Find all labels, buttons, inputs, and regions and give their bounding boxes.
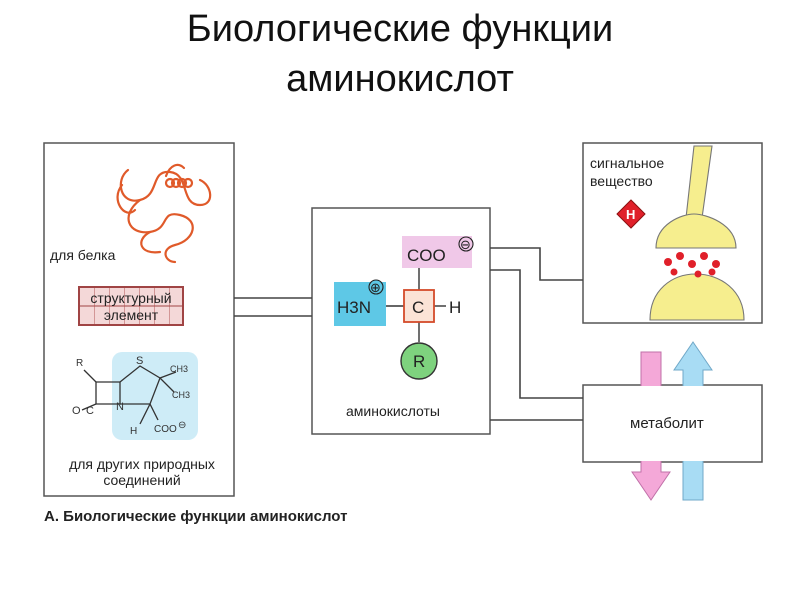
coo-charge-label: ⊖ bbox=[460, 238, 471, 253]
hydrogen-label: H bbox=[449, 298, 461, 317]
signal-label-line1: сигнальное bbox=[590, 155, 664, 171]
connector-metabolite-top bbox=[490, 269, 583, 399]
axon-terminal-icon bbox=[655, 213, 737, 249]
molecule-structure-icon bbox=[81, 365, 177, 425]
molecule-coo-label: COO bbox=[154, 424, 177, 435]
signal-label-line2: вещество bbox=[590, 173, 653, 189]
signal-panel-box bbox=[582, 142, 763, 324]
molecule-r-label: R bbox=[76, 358, 83, 369]
structural-element-line2: элемент bbox=[103, 307, 159, 323]
r-group-circle bbox=[400, 342, 438, 380]
left-panel-box bbox=[43, 142, 235, 497]
molecule-s-label: S bbox=[136, 355, 143, 367]
structural-element-block: структурный элемент bbox=[78, 286, 184, 326]
figure-caption: А. Биологические функции аминокислот bbox=[44, 508, 348, 525]
slide-title: Биологические функции аминокислот bbox=[0, 4, 800, 104]
slide-title-line2: аминокислот bbox=[286, 58, 514, 100]
natural-compounds-line2: соединений bbox=[103, 472, 181, 488]
amino-acids-label: аминокислоты bbox=[346, 403, 440, 419]
natural-compounds-label: для других природных соединений bbox=[50, 456, 234, 488]
carbon-box bbox=[403, 289, 435, 323]
coo-group-label: COO bbox=[407, 246, 446, 265]
neurotransmitter-dots-icon bbox=[664, 252, 720, 278]
h3n-charge-circle bbox=[368, 279, 384, 295]
molecule-highlight bbox=[112, 352, 198, 440]
postsynaptic-membrane-icon bbox=[649, 273, 745, 321]
molecule-o-label: O bbox=[72, 405, 81, 417]
protein-label: для белка bbox=[50, 247, 116, 263]
axon-stalk-icon bbox=[685, 145, 713, 219]
natural-compounds-line1: для других природных bbox=[69, 456, 215, 472]
connector-signal bbox=[490, 247, 583, 281]
signal-h-diamond-icon bbox=[616, 199, 646, 229]
r-group-label: R bbox=[413, 352, 425, 371]
molecule-charge-label: ⊖ bbox=[178, 420, 186, 431]
carbon-label: C bbox=[412, 298, 424, 317]
slide-title-line1: Биологические функции bbox=[186, 8, 614, 50]
molecule-ch3-top-label: CH3 bbox=[170, 364, 188, 374]
coo-charge-circle bbox=[458, 236, 474, 252]
molecule-h-label: H bbox=[130, 426, 137, 437]
metabolite-box bbox=[582, 384, 763, 463]
h3n-group-label: H3N bbox=[337, 298, 371, 317]
metabolite-label-bg bbox=[584, 386, 761, 461]
structural-element-line1: структурный bbox=[90, 290, 172, 306]
molecule-ch3-mid-label: CH3 bbox=[172, 390, 190, 400]
protein-coil-icon bbox=[116, 163, 212, 264]
signal-h-label: H bbox=[626, 207, 635, 222]
molecule-c-label: C bbox=[86, 405, 94, 417]
h3n-charge-label: ⊕ bbox=[370, 281, 381, 296]
molecule-n-label: N bbox=[116, 401, 124, 413]
metabolite-label: метаболит bbox=[630, 415, 704, 432]
center-panel-box bbox=[311, 207, 491, 435]
